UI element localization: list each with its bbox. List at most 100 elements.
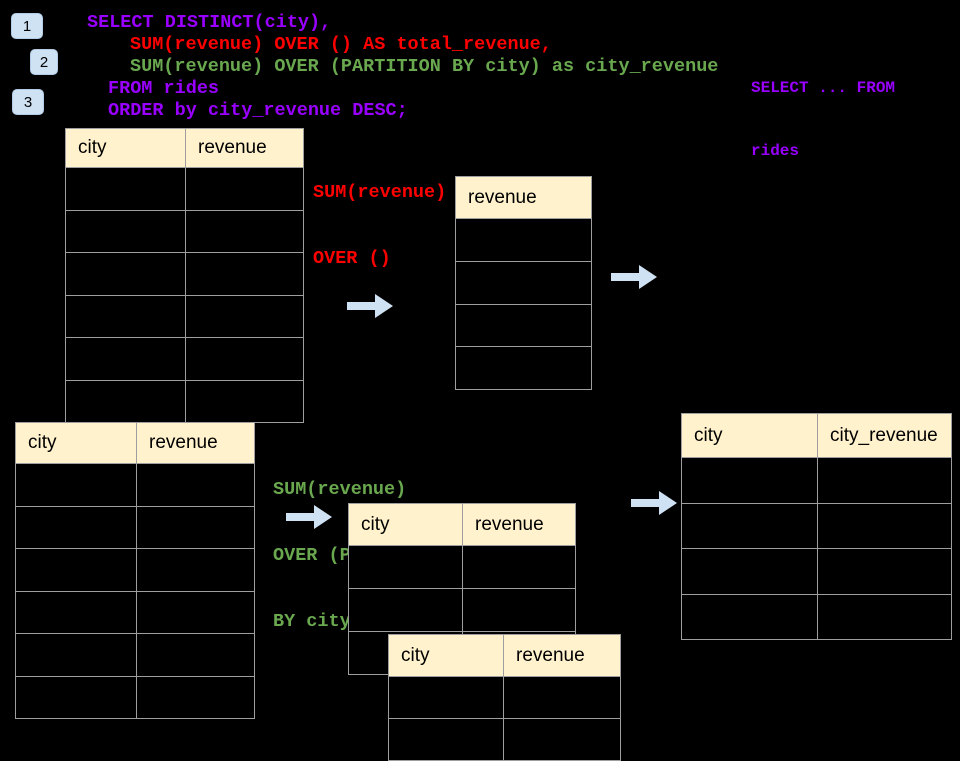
table-row: [348, 545, 576, 589]
empty-cell: [817, 457, 952, 504]
sql-line-partition: SUM(revenue) OVER (PARTITION BY city) as…: [130, 56, 719, 77]
right-arrow-icon: [347, 294, 393, 318]
empty-cell: [348, 588, 463, 632]
table-row: [15, 505, 255, 549]
table-partition-front: city revenue: [388, 634, 621, 761]
side-note-select-from: SELECT ... FROM rides: [751, 36, 895, 183]
empty-cell: [455, 346, 592, 391]
empty-cell: [185, 209, 304, 253]
empty-cell: [65, 209, 186, 253]
sql-line-select: SELECT DISTINCT(city),: [87, 12, 332, 33]
annotation-total-revenue: SUM(revenue) OVER (): [313, 138, 446, 292]
table-row: [15, 633, 255, 677]
empty-cell: [455, 218, 592, 262]
table-row: [65, 337, 304, 381]
column-header-city: city: [681, 413, 818, 458]
empty-cell: [136, 590, 255, 634]
empty-cell: [681, 502, 818, 549]
empty-cell: [65, 252, 186, 296]
table-header-row: city city_revenue: [681, 413, 952, 458]
table-row: [681, 457, 952, 504]
column-header-city: city: [65, 128, 186, 168]
side-note-line2: rides: [751, 142, 800, 160]
table-row: [65, 167, 304, 211]
empty-cell: [15, 675, 137, 719]
table-row: [681, 502, 952, 549]
empty-cell: [185, 294, 304, 338]
empty-cell: [185, 379, 304, 423]
empty-cell: [136, 463, 255, 507]
empty-cell: [185, 167, 304, 211]
table-header-row: city revenue: [388, 634, 621, 677]
column-header-revenue: revenue: [503, 634, 621, 677]
empty-cell: [185, 252, 304, 296]
table-row: [455, 218, 592, 262]
step-badge-1: 1: [11, 13, 43, 39]
table-row: [15, 463, 255, 507]
table-source-top: city revenue: [65, 128, 304, 423]
empty-cell: [503, 676, 621, 719]
empty-cell: [15, 548, 137, 592]
column-header-revenue: revenue: [462, 503, 576, 546]
empty-cell: [681, 548, 818, 595]
table-header-row: revenue: [455, 176, 592, 219]
empty-cell: [15, 633, 137, 677]
sql-line-from: FROM rides: [108, 78, 220, 99]
empty-cell: [136, 505, 255, 549]
table-total-revenue: revenue: [455, 176, 592, 391]
empty-cell: [185, 337, 304, 381]
column-header-city-revenue: city_revenue: [817, 413, 952, 458]
table-row: [681, 548, 952, 595]
table-row: [681, 593, 952, 640]
empty-cell: [817, 548, 952, 595]
empty-cell: [15, 590, 137, 634]
annotation-total-line1: SUM(revenue): [313, 182, 447, 203]
column-header-city: city: [348, 503, 463, 546]
empty-cell: [455, 260, 592, 305]
annotation-total-line2: OVER (): [313, 248, 391, 269]
annotation-partition-line3: BY city): [273, 611, 362, 632]
empty-cell: [388, 718, 504, 761]
table-row: [15, 675, 255, 719]
empty-cell: [136, 675, 255, 719]
empty-cell: [681, 593, 818, 640]
column-header-city: city: [15, 422, 137, 464]
table-row: [455, 260, 592, 305]
empty-cell: [817, 502, 952, 549]
slide-canvas: { "slide": { "badges": [ {"label": "1"},…: [11, 12, 952, 761]
empty-cell: [65, 337, 186, 381]
annotation-partition-line1: SUM(revenue): [273, 479, 407, 500]
sql-line-orderby: ORDER by city_revenue DESC;: [108, 100, 408, 121]
column-header-city: city: [388, 634, 504, 677]
side-note-line1: SELECT ... FROM: [751, 79, 896, 97]
table-row: [455, 346, 592, 391]
right-arrow-icon: [611, 265, 657, 289]
empty-cell: [681, 457, 818, 504]
table-row: [15, 548, 255, 592]
table-row: [65, 294, 304, 338]
table-header-row: city revenue: [348, 503, 576, 546]
empty-cell: [817, 593, 952, 640]
empty-cell: [15, 505, 137, 549]
column-header-revenue: revenue: [185, 128, 304, 168]
empty-cell: [15, 463, 137, 507]
empty-cell: [388, 676, 504, 719]
table-source-bottom: city revenue: [15, 422, 255, 719]
empty-cell: [65, 167, 186, 211]
step-badge-2: 2: [30, 49, 58, 75]
table-row: [388, 676, 621, 719]
column-header-revenue: revenue: [136, 422, 255, 464]
empty-cell: [455, 303, 592, 348]
table-row: [388, 718, 621, 761]
table-row: [65, 209, 304, 253]
empty-cell: [348, 545, 463, 589]
table-row: [65, 379, 304, 423]
empty-cell: [136, 633, 255, 677]
step-badge-3: 3: [12, 89, 44, 115]
empty-cell: [136, 548, 255, 592]
empty-cell: [65, 379, 186, 423]
table-row: [455, 303, 592, 348]
sql-line-total: SUM(revenue) OVER () AS total_revenue,: [130, 34, 552, 55]
right-arrow-icon: [286, 505, 332, 529]
empty-cell: [503, 718, 621, 761]
